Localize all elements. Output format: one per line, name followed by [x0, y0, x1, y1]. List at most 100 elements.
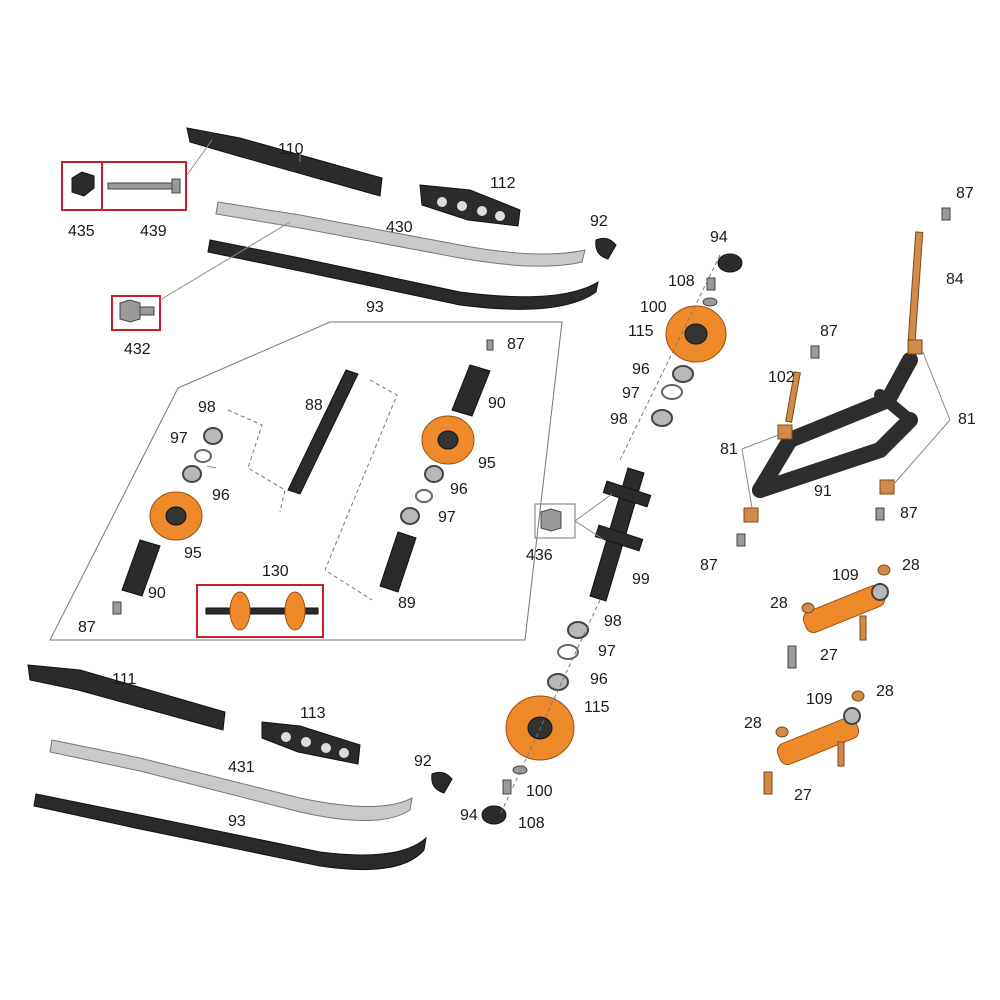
callout-94-bottom: 94	[460, 807, 478, 824]
assembly-outline	[49, 321, 563, 641]
part-90-sleeve-right	[451, 364, 491, 417]
callout-97-right: 97	[438, 509, 456, 526]
callout-110: 110	[278, 141, 304, 158]
callout-98-c1: 98	[610, 411, 628, 428]
axle-assembly-group	[49, 321, 563, 641]
callout-95-left: 95	[184, 545, 202, 562]
callout-96-c1: 96	[632, 361, 650, 378]
callout-113: 113	[300, 705, 326, 722]
part-87-bolt-102	[810, 345, 820, 359]
callout-99: 99	[632, 571, 650, 588]
part-91-frame	[752, 352, 918, 498]
part-97-clip-right	[415, 489, 433, 503]
callout-81-left: 81	[720, 441, 738, 458]
callout-81-right: 81	[958, 411, 976, 428]
callout-90-left: 90	[148, 585, 166, 602]
callout-100-bottom: 100	[526, 783, 553, 800]
part-90-sleeve-left	[121, 539, 161, 597]
part-108-bolt-top	[706, 277, 716, 291]
callout-27-lower: 27	[794, 787, 812, 804]
lower-rail-group	[27, 664, 453, 871]
callout-102: 102	[768, 369, 795, 386]
callout-98-left: 98	[198, 399, 216, 416]
callout-labels: 110 435 439 112 430 92 93 432 94 108 100…	[68, 141, 976, 832]
center-column-group	[481, 253, 743, 825]
callout-115-top: 115	[628, 323, 654, 340]
part-98-bearing-right	[400, 507, 420, 525]
callout-92-lower: 92	[414, 753, 432, 770]
part-87-bolt-top-right	[941, 207, 951, 221]
part-98-bearing-left	[203, 427, 223, 445]
callout-96-left: 96	[212, 487, 230, 504]
callout-97-c2: 97	[598, 643, 616, 660]
part-87-bolt-frame-left	[736, 533, 746, 547]
callout-108-bottom: 108	[518, 815, 545, 832]
part-93-runner-lower	[33, 793, 427, 871]
part-432-highlight-box	[111, 295, 161, 331]
callout-28-upper-left: 28	[770, 595, 788, 612]
callout-91: 91	[814, 483, 832, 500]
callout-430: 430	[386, 219, 413, 236]
callout-28-lower-left: 28	[744, 715, 762, 732]
callout-97-c1: 97	[622, 385, 640, 402]
callout-87-frame-left: 87	[700, 557, 718, 574]
callout-28-lower-right: 28	[876, 683, 894, 700]
callout-112: 112	[490, 175, 516, 192]
part-102-shaft	[785, 371, 801, 423]
callout-436: 436	[526, 547, 553, 564]
shock-group	[763, 564, 891, 795]
part-28-bushing-a	[877, 564, 891, 576]
part-92-end-cap-lower	[431, 771, 453, 794]
callout-87-left: 87	[78, 619, 96, 636]
part-28-bushing-b	[801, 602, 815, 614]
part-81-bushing-c	[907, 339, 923, 355]
part-97-clip-left	[194, 449, 212, 463]
part-27-bolt-b	[859, 615, 867, 641]
part-130-wheel-left	[229, 591, 251, 631]
part-93-runner-upper	[207, 239, 599, 310]
part-111-rail-plate	[27, 664, 226, 731]
part-432-bolt	[119, 299, 141, 323]
callout-87-102: 87	[820, 323, 838, 340]
callout-84: 84	[946, 271, 964, 288]
part-130-highlight-box	[196, 584, 324, 638]
part-109-shock-lower	[776, 716, 860, 766]
callout-108-top: 108	[668, 273, 695, 290]
part-130-wheel-right	[284, 591, 306, 631]
callout-93-upper: 93	[366, 299, 384, 316]
callout-92-upper: 92	[590, 213, 608, 230]
part-108-bolt-bottom	[502, 779, 512, 795]
part-97-clip-c2	[557, 644, 579, 660]
part-96-bearing-c1	[672, 365, 694, 383]
part-112-bracket	[419, 184, 521, 227]
callout-439: 439	[140, 223, 167, 240]
callout-431: 431	[228, 759, 255, 776]
callout-90-right: 90	[488, 395, 506, 412]
part-430-silver-slide	[215, 201, 586, 267]
part-88-shaft	[287, 369, 359, 495]
part-27-bolt-d	[837, 741, 845, 767]
part-97-clip-c1	[661, 384, 683, 400]
frame-group	[736, 207, 951, 547]
part-100-washer-bottom	[512, 765, 528, 775]
part-431-silver-slide	[49, 739, 413, 822]
part-435-clip	[71, 171, 95, 197]
part-110-rail-plate	[186, 127, 383, 197]
part-28-bushing-c	[851, 690, 865, 702]
callout-28-upper-right: 28	[902, 557, 920, 574]
callout-111: 111	[112, 671, 136, 688]
part-98-bearing-c1	[651, 409, 673, 427]
part-81-bushing-a	[777, 424, 793, 440]
part-92-end-cap-upper	[595, 237, 617, 260]
upper-rail-group	[61, 127, 617, 331]
part-89-sleeve	[379, 531, 417, 593]
callout-95-right: 95	[478, 455, 496, 472]
callout-96-c2: 96	[590, 671, 608, 688]
callout-27-upper: 27	[820, 647, 838, 664]
part-130-axle	[205, 607, 319, 615]
part-439-highlight-box	[101, 161, 187, 211]
part-28-bushing-d	[775, 726, 789, 738]
part-81-bushing-d	[879, 479, 895, 495]
part-96-bearing-left	[182, 465, 202, 483]
callout-87-right-assembly: 87	[507, 336, 525, 353]
